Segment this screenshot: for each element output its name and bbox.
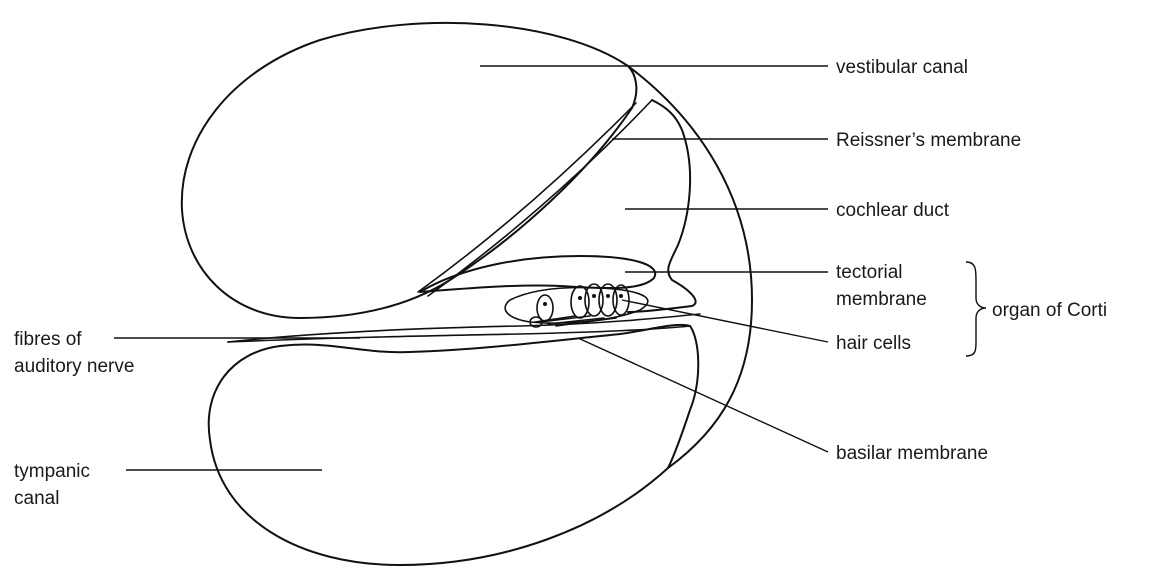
label-fibres-line2: auditory nerve [14, 356, 134, 377]
leader-basilar-membrane [578, 338, 828, 452]
hair-cell-3 [585, 284, 603, 316]
reissners-membrane-line-b [428, 100, 652, 296]
leader-hair-cells [622, 300, 828, 342]
organ-of-corti-brace [966, 262, 986, 356]
hair-cell-4-nucleus [606, 294, 610, 298]
label-tectorial-membrane-1: tectorial [836, 262, 903, 283]
reissners-membrane-line-a [418, 103, 636, 292]
hair-cell-5-nucleus [619, 294, 623, 298]
label-vestibular-canal: vestibular canal [836, 57, 968, 78]
label-tympanic-line1: tympanic [14, 461, 90, 482]
label-basilar-membrane: basilar membrane [836, 443, 988, 464]
label-fibres-line1: fibres of [14, 329, 82, 350]
label-cochlear-duct: cochlear duct [836, 200, 950, 221]
label-reissners-membrane: Reissner’s membrane [836, 130, 1021, 151]
tectorial-membrane-shape [420, 256, 655, 292]
label-organ-of-corti: organ of Corti [992, 300, 1107, 321]
cochlear-duct-boundary [628, 100, 696, 312]
hair-cell-3-nucleus [592, 294, 596, 298]
label-hair-cells: hair cells [836, 333, 911, 354]
label-tectorial-membrane-2: membrane [836, 289, 927, 310]
tympanic-canal-chamber [209, 325, 699, 565]
vestibular-canal-chamber [182, 23, 637, 318]
hair-cell-2-nucleus [578, 296, 582, 300]
label-tympanic-line2: canal [14, 488, 59, 509]
hair-cell-1-nucleus [543, 302, 547, 306]
